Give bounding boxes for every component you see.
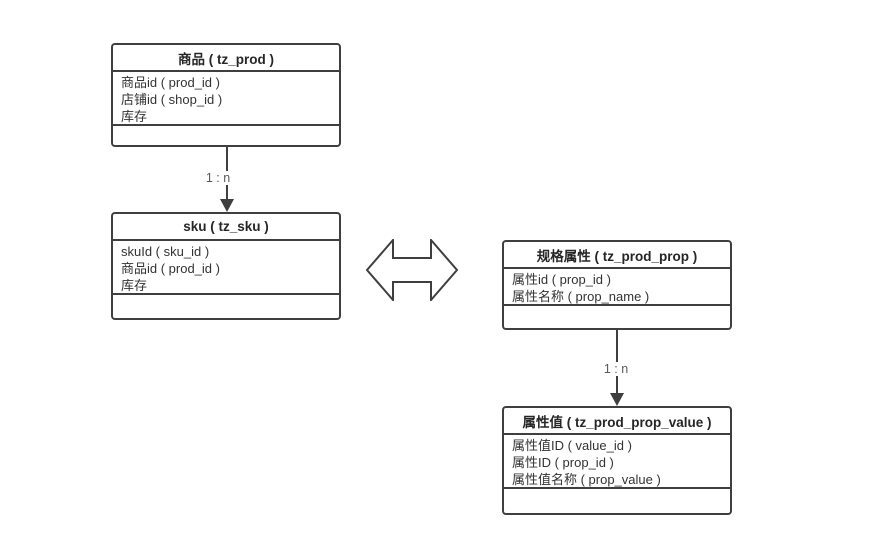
entity-table-prod: 商品 ( tz_prod ) 商品id ( prod_id ) 店铺id ( s… bbox=[111, 43, 341, 147]
entity-field: 属性id ( prop_id ) bbox=[512, 272, 611, 287]
entity-empty-section bbox=[504, 489, 730, 513]
entity-table-sku: sku ( tz_sku ) skuId ( sku_id ) 商品id ( p… bbox=[111, 212, 341, 320]
entity-field: 属性值ID ( value_id ) bbox=[512, 438, 632, 453]
entity-empty-section bbox=[113, 295, 339, 318]
entity-title-prop: 规格属性 ( tz_prod_prop ) bbox=[504, 242, 730, 269]
arrow-down-icon bbox=[610, 393, 624, 406]
entity-table-prop: 规格属性 ( tz_prod_prop ) 属性id ( prop_id ) 属… bbox=[502, 240, 732, 330]
entity-field: 属性值名称 ( prop_value ) bbox=[512, 472, 661, 487]
entity-fields-prop: 属性id ( prop_id ) 属性名称 ( prop_name ) bbox=[504, 269, 730, 306]
entity-fields-prod: 商品id ( prod_id ) 店铺id ( shop_id ) 库存 bbox=[113, 72, 339, 126]
entity-title-prop-value: 属性值 ( tz_prod_prop_value ) bbox=[504, 408, 730, 435]
relation-label-prop-value: 1 : n bbox=[600, 362, 632, 376]
entity-field: skuId ( sku_id ) bbox=[121, 244, 210, 259]
entity-fields-prop-value: 属性值ID ( value_id ) 属性ID ( prop_id ) 属性值名… bbox=[504, 435, 730, 489]
entity-field: 库存 bbox=[121, 278, 148, 293]
entity-field: 商品id ( prod_id ) bbox=[121, 75, 220, 90]
relation-label-prod-sku: 1 : n bbox=[202, 171, 234, 185]
entity-title-prod: 商品 ( tz_prod ) bbox=[113, 45, 339, 72]
entity-field: 属性名称 ( prop_name ) bbox=[512, 289, 650, 304]
entity-field: 库存 bbox=[121, 109, 148, 124]
entity-field: 商品id ( prod_id ) bbox=[121, 261, 220, 276]
entity-field: 属性ID ( prop_id ) bbox=[512, 455, 614, 470]
double-arrow-icon bbox=[366, 239, 458, 301]
entity-table-prop-value: 属性值 ( tz_prod_prop_value ) 属性值ID ( value… bbox=[502, 406, 732, 515]
entity-empty-section bbox=[113, 126, 339, 145]
entity-field: 店铺id ( shop_id ) bbox=[121, 92, 223, 107]
arrow-down-icon bbox=[220, 199, 234, 212]
entity-fields-sku: skuId ( sku_id ) 商品id ( prod_id ) 库存 bbox=[113, 241, 339, 295]
entity-empty-section bbox=[504, 306, 730, 328]
entity-title-sku: sku ( tz_sku ) bbox=[113, 214, 339, 241]
